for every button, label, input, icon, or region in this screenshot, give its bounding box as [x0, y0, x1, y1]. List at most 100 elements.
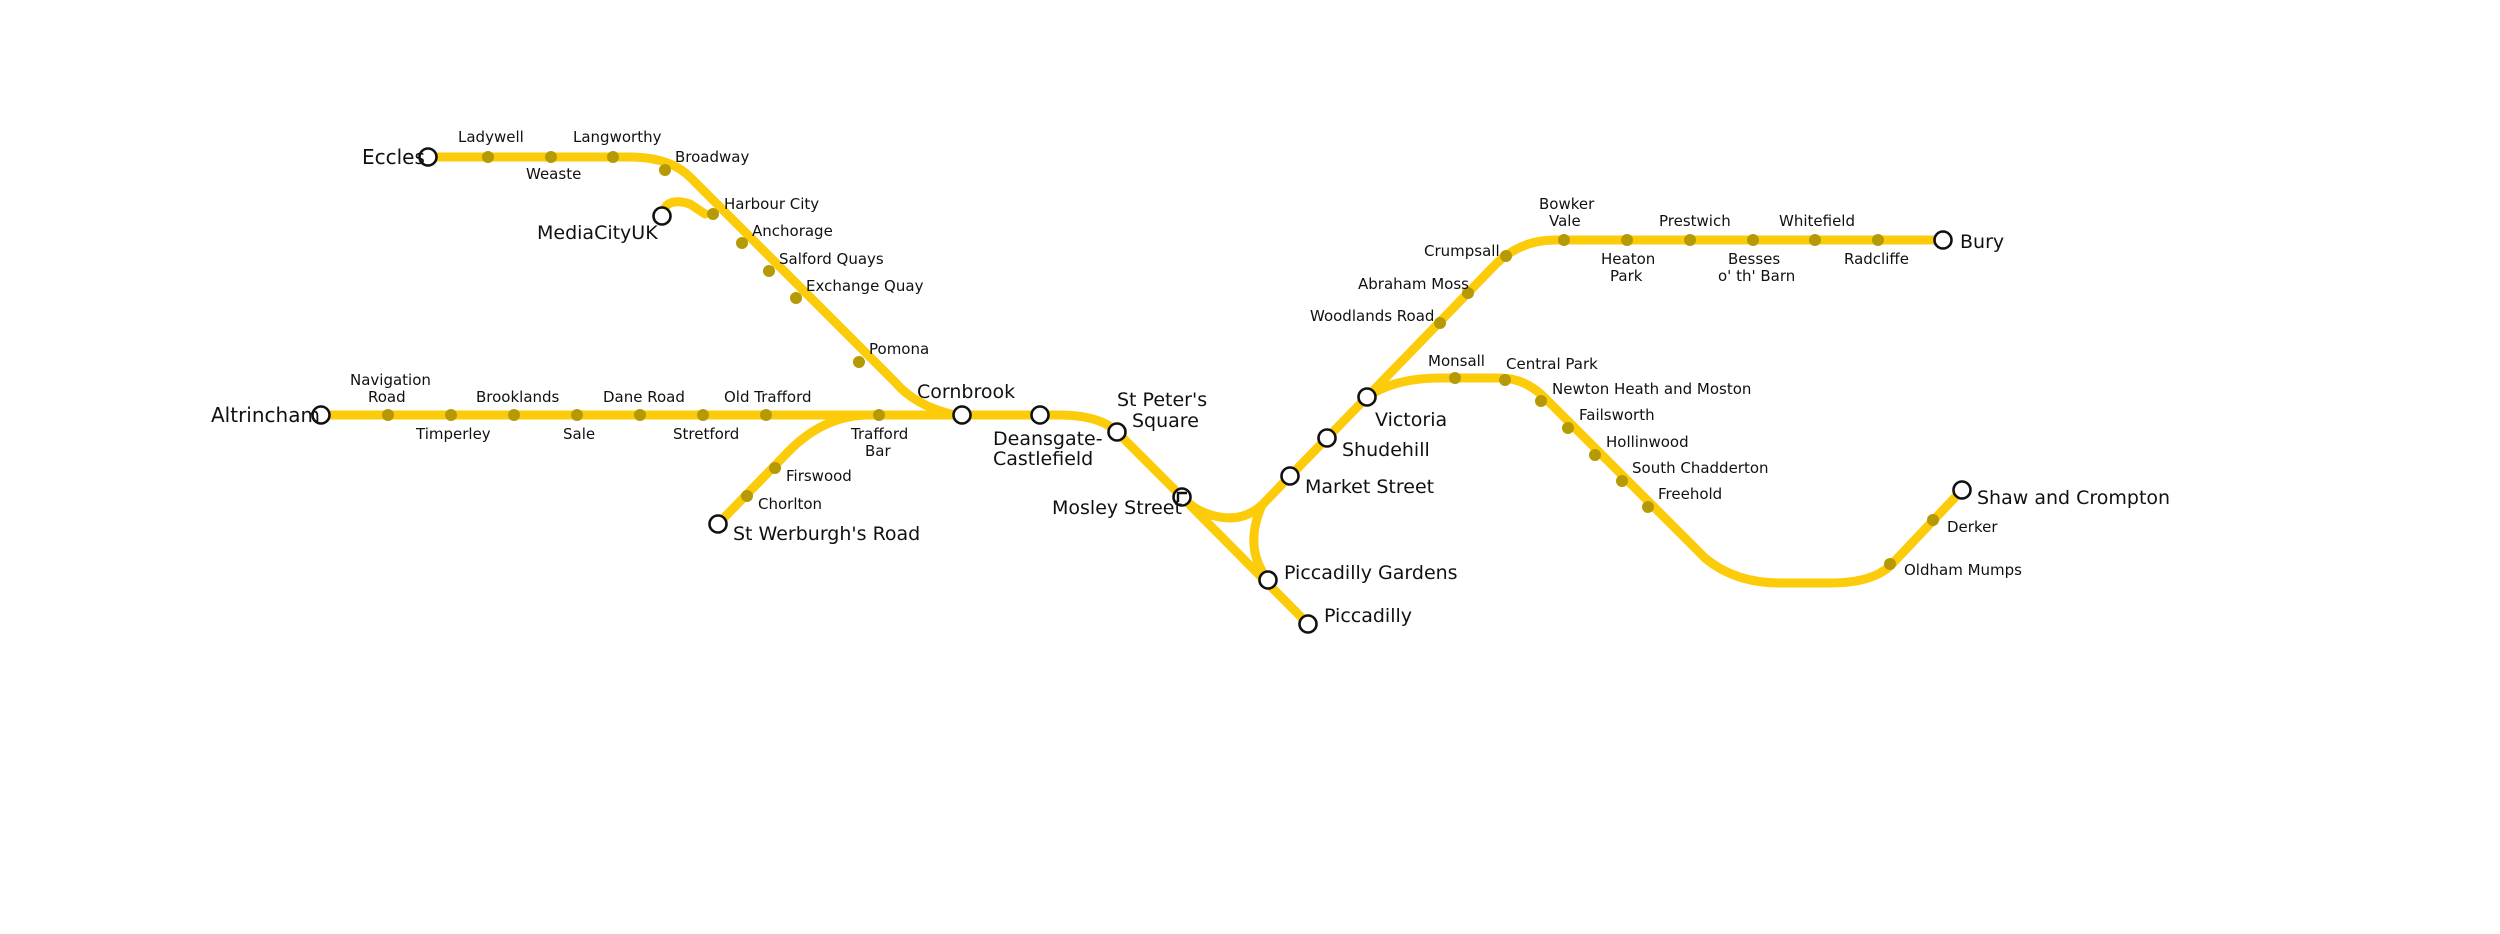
label-timperley: Timperley	[415, 425, 491, 443]
stop-chorlton[interactable]	[741, 490, 753, 502]
intermediate-stops	[382, 151, 1939, 570]
label-bowker-vale-2: Vale	[1549, 212, 1581, 230]
label-pomona: Pomona	[869, 340, 929, 358]
stop-south-chadderton[interactable]	[1616, 475, 1628, 487]
label-langworthy: Langworthy	[573, 128, 662, 146]
stop-salford-quays[interactable]	[763, 265, 775, 277]
label-radcliffe: Radcliffe	[1844, 250, 1909, 268]
interchange-mediacityuk[interactable]	[652, 206, 672, 226]
stop-woodlands-road[interactable]	[1434, 317, 1446, 329]
interchange-eccles[interactable]	[418, 147, 438, 167]
label-shudehill: Shudehill	[1342, 439, 1430, 461]
stop-crumpsall[interactable]	[1500, 250, 1512, 262]
stop-harbour-city[interactable]	[736, 237, 748, 249]
stop-weaste[interactable]	[545, 151, 557, 163]
label-newton-heath: Newton Heath and Moston	[1552, 380, 1751, 398]
label-navigation-road-1: Navigation	[350, 371, 431, 389]
stop-abraham-moss[interactable]	[1462, 287, 1474, 299]
stop-dane-road[interactable]	[634, 409, 646, 421]
route-eccles-cornbrook	[423, 152, 967, 420]
label-st-werburghs-road: St Werburgh's Road	[733, 523, 920, 545]
interchange-piccadilly[interactable]	[1298, 614, 1318, 634]
stop-whitefield[interactable]	[1809, 234, 1821, 246]
stop-heaton-park[interactable]	[1621, 234, 1633, 246]
label-firswood: Firswood	[786, 467, 852, 485]
stop-navigation-road[interactable]	[382, 409, 394, 421]
label-victoria: Victoria	[1375, 409, 1447, 431]
station-labels: Eccles Ladywell Weaste Langworthy Broadw…	[211, 128, 2170, 627]
stop-radcliffe[interactable]	[1872, 234, 1884, 246]
interchange-deansgate-castlefield[interactable]	[1030, 405, 1050, 425]
stop-hollinwood[interactable]	[1589, 449, 1601, 461]
label-trafford-bar-1: Trafford	[850, 425, 908, 443]
label-cornbrook: Cornbrook	[917, 381, 1015, 403]
stop-stretford[interactable]	[697, 409, 709, 421]
route-bury-line	[1362, 235, 1948, 402]
label-heaton-park-2: Park	[1610, 267, 1643, 285]
label-mosley-street: Mosley Street	[1052, 497, 1182, 519]
label-monsall: Monsall	[1428, 352, 1485, 370]
stop-trafford-bar[interactable]	[873, 409, 885, 421]
stop-central-park[interactable]	[1499, 374, 1511, 386]
stop-ladywell[interactable]	[482, 151, 494, 163]
route-city-to-piccadilly	[1112, 427, 1313, 629]
label-heaton-park-1: Heaton	[1601, 250, 1655, 268]
stop-exchange-quay[interactable]	[790, 292, 802, 304]
label-bowker-vale-1: Bowker	[1539, 195, 1595, 213]
label-shaw-and-crompton: Shaw and Crompton	[1977, 487, 2170, 509]
stop-broadway[interactable]	[659, 164, 671, 176]
label-stretford: Stretford	[673, 425, 739, 443]
stop-pomona[interactable]	[853, 356, 865, 368]
stop-sale[interactable]	[571, 409, 583, 421]
interchange-market-street[interactable]	[1280, 466, 1300, 486]
label-deansgate-1: Deansgate-	[993, 428, 1103, 450]
label-broadway: Broadway	[675, 148, 749, 166]
label-trafford-bar-2: Bar	[865, 442, 891, 460]
stop-brooklands[interactable]	[508, 409, 520, 421]
stop-oldham-mumps[interactable]	[1884, 558, 1896, 570]
label-whitefield: Whitefield	[1779, 212, 1855, 230]
stop-timperley[interactable]	[445, 409, 457, 421]
label-crumpsall: Crumpsall	[1424, 242, 1500, 260]
label-besses-2: o' th' Barn	[1718, 267, 1795, 285]
stop-firswood[interactable]	[769, 462, 781, 474]
interchange-shaw-and-crompton[interactable]	[1952, 480, 1972, 500]
interchange-st-peters-square[interactable]	[1107, 422, 1127, 442]
label-piccadilly: Piccadilly	[1324, 605, 1412, 627]
label-besses-1: Besses	[1728, 250, 1780, 268]
stop-failsworth[interactable]	[1562, 422, 1574, 434]
interchange-bury[interactable]	[1933, 230, 1953, 250]
stop-prestwich[interactable]	[1684, 234, 1696, 246]
label-navigation-road-2: Road	[368, 388, 406, 406]
label-brooklands: Brooklands	[476, 388, 560, 406]
interchange-shudehill[interactable]	[1317, 428, 1337, 448]
label-piccadilly-gardens: Piccadilly Gardens	[1284, 562, 1458, 584]
route-piccadilly-gardens-link	[1249, 500, 1273, 585]
interchange-cornbrook[interactable]	[952, 405, 972, 425]
interchange-st-werburghs-road[interactable]	[708, 514, 728, 534]
stop-anchorage[interactable]	[707, 208, 719, 220]
interchange-piccadilly-gardens[interactable]	[1258, 570, 1278, 590]
mosley-street-closed-icon	[1176, 491, 1187, 502]
label-st-peters-1: St Peter's	[1117, 389, 1207, 411]
stop-monsall[interactable]	[1449, 372, 1461, 384]
label-woodlands-road: Woodlands Road	[1310, 307, 1434, 325]
label-deansgate-2: Castlefield	[993, 448, 1093, 470]
stop-freehold[interactable]	[1642, 501, 1654, 513]
stop-langworthy[interactable]	[607, 151, 619, 163]
stop-newton-heath[interactable]	[1535, 395, 1547, 407]
label-mediacityuk: MediaCityUK	[537, 222, 658, 244]
stop-old-trafford[interactable]	[760, 409, 772, 421]
interchange-altrincham[interactable]	[311, 405, 331, 425]
interchange-victoria[interactable]	[1357, 387, 1377, 407]
label-bury: Bury	[1960, 231, 2004, 253]
stop-besses[interactable]	[1747, 234, 1759, 246]
stop-derker[interactable]	[1927, 514, 1939, 526]
label-derker: Derker	[1947, 518, 1998, 536]
label-hollinwood: Hollinwood	[1606, 433, 1689, 451]
label-dane-road: Dane Road	[603, 388, 685, 406]
label-failsworth: Failsworth	[1579, 406, 1655, 424]
stop-bowker-vale[interactable]	[1558, 234, 1570, 246]
